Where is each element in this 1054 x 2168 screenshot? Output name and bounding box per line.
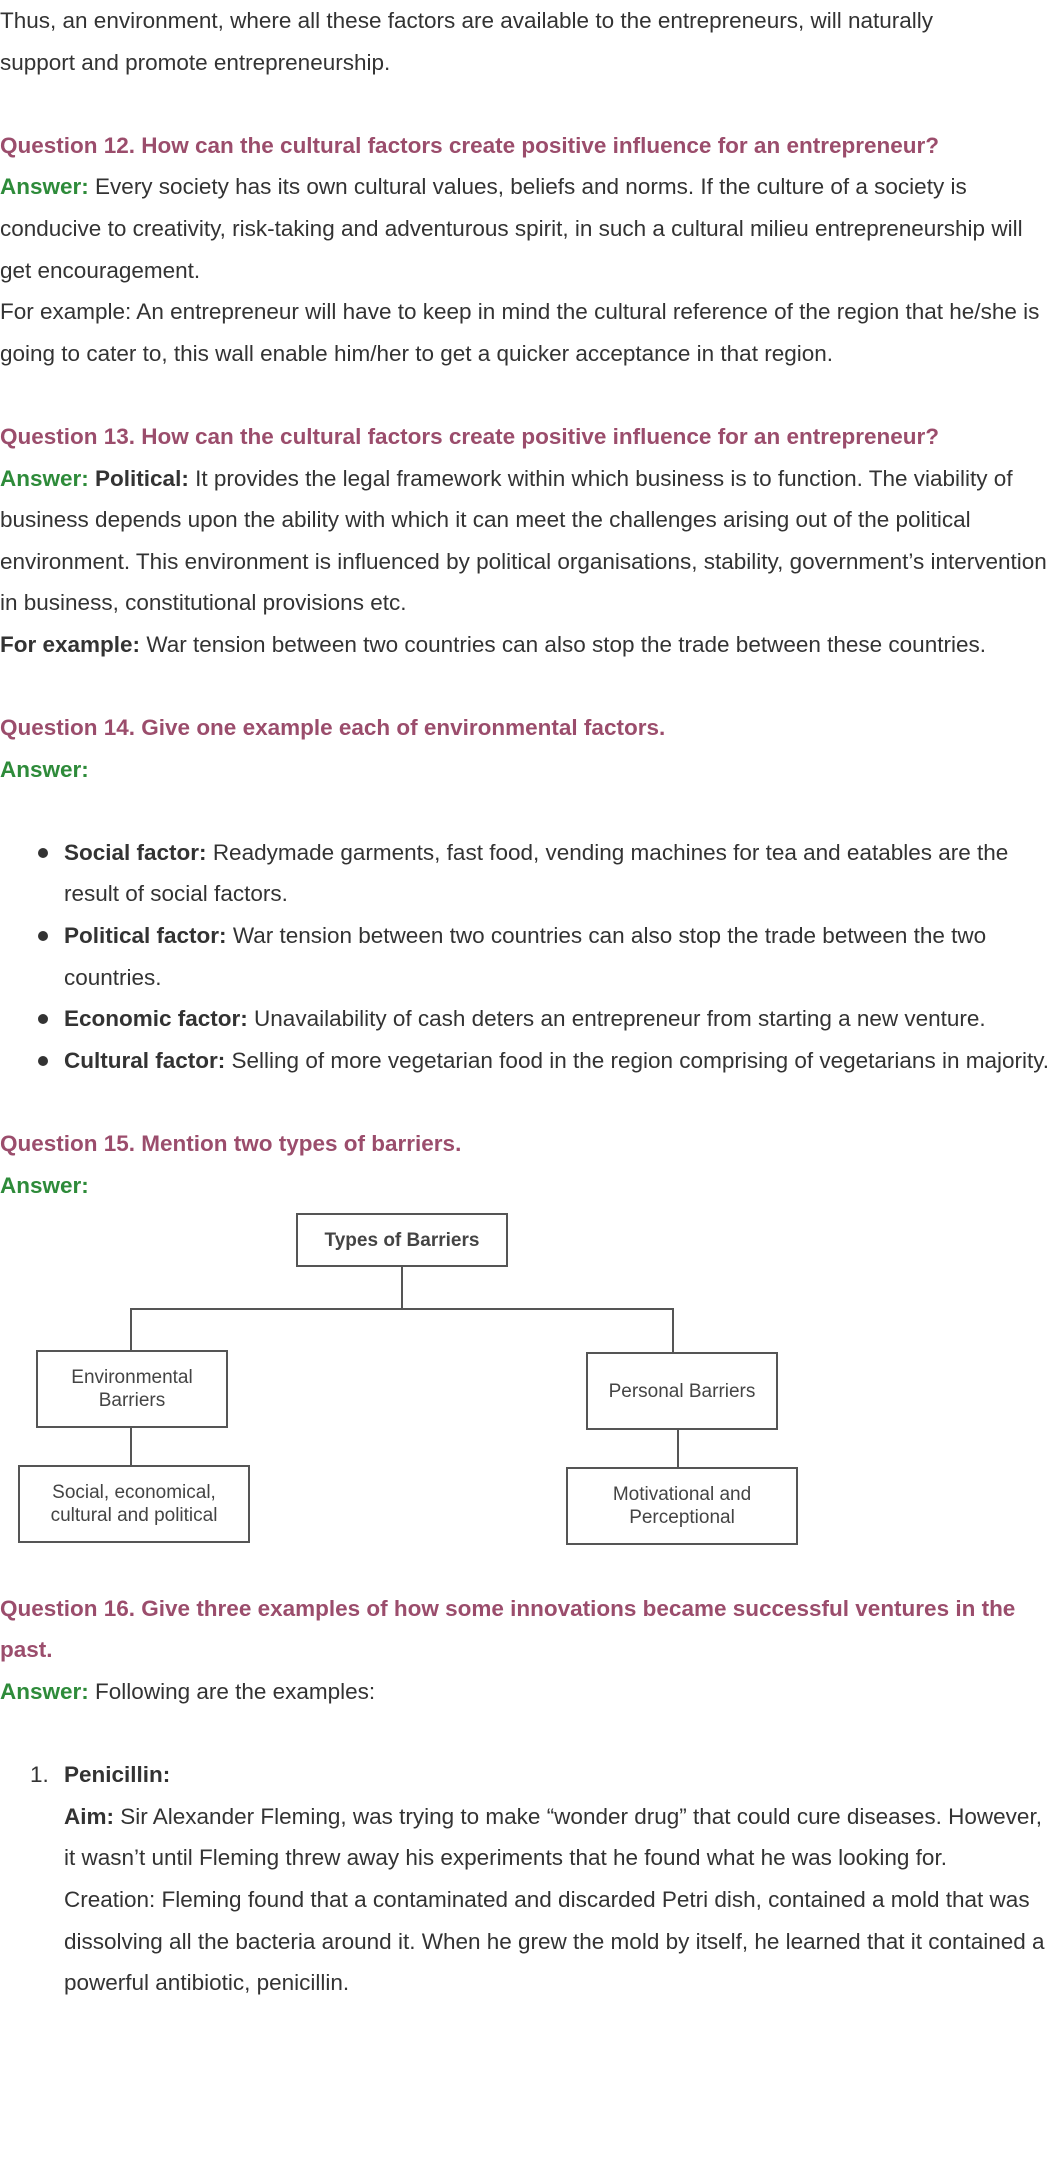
personal-barriers-box: Personal Barriers xyxy=(586,1352,778,1431)
list-item: Cultural factor: Selling of more vegetar… xyxy=(38,1040,1054,1082)
environmental-barriers-detail-box: Social, economical, cultural and politic… xyxy=(18,1465,250,1544)
question-13-example: For example: War tension between two cou… xyxy=(0,631,986,657)
innovations-list: 1. Penicillin: Aim: Sir Alexander Flemin… xyxy=(0,1754,1054,2004)
environmental-factors-list: Social factor: Readymade garments, fast … xyxy=(0,832,1054,1082)
creation-text: Creation: Fleming found that a contamina… xyxy=(64,1886,1045,1996)
list-item: 1. Penicillin: Aim: Sir Alexander Flemin… xyxy=(30,1754,1054,2004)
question-12-example: For example: An entrepreneur will have t… xyxy=(0,299,1040,366)
bullet-icon xyxy=(38,847,48,858)
answer-label: Answer: xyxy=(0,1172,89,1198)
intro-paragraph: Thus, an environment, where all these fa… xyxy=(0,8,933,75)
connector-line xyxy=(130,1308,132,1351)
connector-line xyxy=(130,1308,672,1311)
example-label: For example: xyxy=(0,631,141,657)
personal-barriers-detail-box: Motivational and Perceptional xyxy=(566,1467,798,1546)
question-13-heading: Question 13. How can the cultural factor… xyxy=(0,423,939,449)
bullet-icon xyxy=(38,931,48,942)
connector-line xyxy=(677,1430,679,1469)
bullet-icon xyxy=(38,1055,48,1066)
answer-label: Answer: xyxy=(0,465,89,491)
list-item: Social factor: Readymade garments, fast … xyxy=(38,832,1054,915)
question-15-heading: Question 15. Mention two types of barrie… xyxy=(0,1131,462,1157)
list-item: Political factor: War tension between tw… xyxy=(38,915,1054,998)
answer-label: Answer: xyxy=(0,1679,89,1704)
innovation-title: Penicillin: xyxy=(64,1762,171,1788)
aim-label: Aim: xyxy=(64,1803,114,1829)
question-13-answer: Answer: Political: It provides the legal… xyxy=(0,465,1047,616)
list-number: 1. xyxy=(30,1762,49,1788)
article-content: Thus, an environment, where all these fa… xyxy=(0,8,1054,2004)
question-12-answer: Answer: Every society has its own cultur… xyxy=(0,174,1023,283)
connector-line xyxy=(130,1428,132,1467)
bullet-icon xyxy=(38,1014,48,1025)
political-label: Political: xyxy=(95,465,189,491)
connector-line xyxy=(672,1308,674,1353)
diagram-root-box: Types of Barriers xyxy=(296,1213,508,1268)
question-12-heading: Question 12. How can the cultural factor… xyxy=(0,132,939,158)
answer-label: Answer: xyxy=(0,174,89,200)
question-16-answer: Answer: Following are the examples: xyxy=(0,1679,376,1704)
environmental-barriers-box: Environmental Barriers xyxy=(36,1350,228,1429)
list-item: Economic factor: Unavailability of cash … xyxy=(38,998,1054,1040)
question-14-heading: Question 14. Give one example each of en… xyxy=(0,715,666,741)
connector-line xyxy=(401,1267,403,1310)
question-16-heading: Question 16. Give three examples of how … xyxy=(0,1595,1016,1663)
answer-label: Answer: xyxy=(0,756,89,782)
barriers-diagram: Types of Barriers Environmental Barriers… xyxy=(0,1206,1054,1546)
